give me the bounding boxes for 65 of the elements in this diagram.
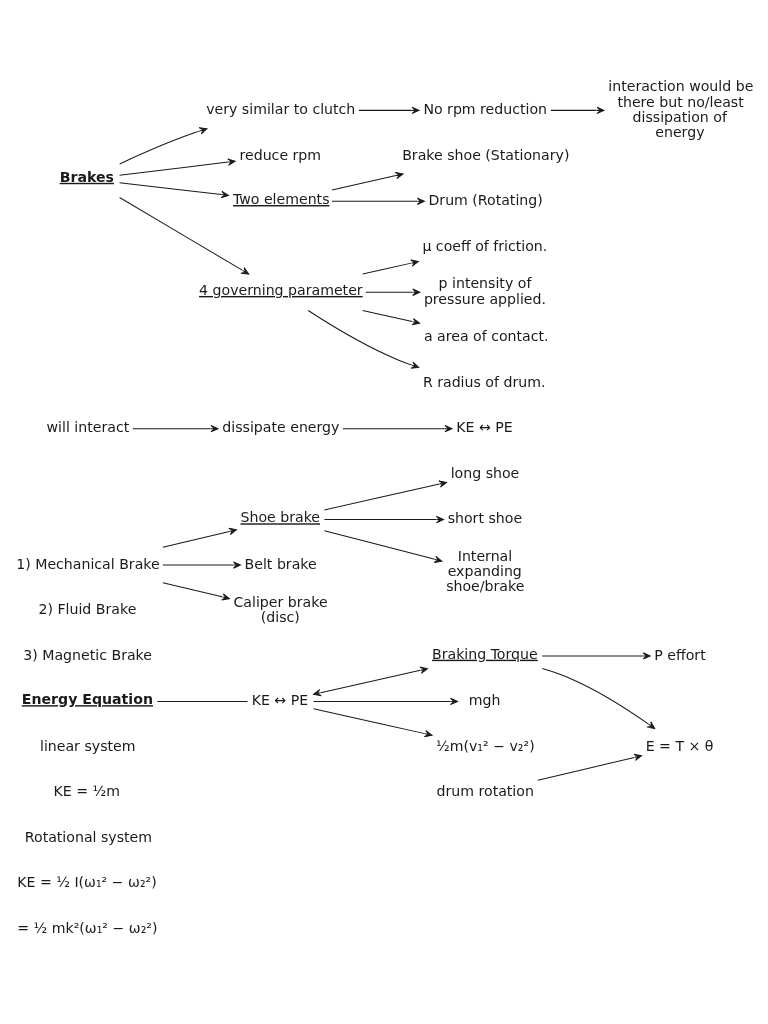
node-text: ½m(v₁² − v₂²) — [436, 737, 535, 754]
node-text: short shoe — [447, 509, 523, 526]
node-text: p intensity of pressure applied. — [423, 274, 546, 307]
arrow — [323, 529, 443, 563]
node-text: R radius of drum. — [422, 373, 546, 390]
arrow — [119, 126, 208, 164]
arrow — [550, 106, 605, 114]
node-text: drum rotation — [436, 782, 534, 799]
node-text: Brake shoe (Stationary) — [402, 146, 570, 163]
node-text: Caliper brake (disc) — [233, 593, 328, 625]
node-text: Two elements — [232, 190, 330, 207]
arrow — [362, 309, 421, 325]
label: Rotational system — [24, 828, 153, 845]
node-text: interaction would be there but no/least dissipation of energy — [608, 77, 754, 140]
connector — [156, 700, 248, 702]
node-text: P effort — [654, 646, 706, 663]
node-text: No rpm reduction — [423, 100, 548, 117]
arrow — [362, 258, 419, 274]
arrow — [365, 288, 421, 296]
node-text: a area of contact. — [423, 327, 549, 344]
node-text: Shoe brake — [240, 508, 321, 525]
node-text: Energy Equation — [21, 690, 153, 707]
arrow — [537, 753, 643, 781]
label: = ½ mk²(ω₁² − ω₂²) — [17, 919, 158, 936]
arrow — [331, 197, 425, 205]
node-text: μ coeff of friction. — [422, 237, 548, 254]
arrow — [119, 196, 250, 274]
node-text: KE ↔ PE — [456, 418, 513, 435]
arrow — [162, 581, 230, 601]
arrow — [119, 157, 236, 176]
arrow — [331, 171, 404, 190]
node-text: 1) Mechanical Brake — [16, 555, 160, 572]
arrow — [323, 515, 445, 523]
node-text: mgh — [468, 691, 501, 708]
arrow — [313, 697, 459, 705]
arrow — [162, 560, 241, 569]
label: KE = ½m — [53, 782, 121, 799]
node-text: dissipate energy — [222, 418, 340, 435]
node-text: Braking Torque — [431, 645, 538, 662]
node-text: Belt brake — [244, 555, 317, 572]
arrow — [541, 667, 656, 729]
node-text: Drum (Rotating) — [428, 191, 543, 208]
arrow — [119, 181, 230, 198]
arrow — [541, 651, 651, 660]
node-text: reduce rpm — [239, 146, 322, 163]
node-text: Brakes — [59, 168, 114, 185]
arrow — [323, 479, 448, 510]
node-text: will interact — [46, 418, 130, 435]
arrow — [132, 424, 219, 432]
arrow — [307, 309, 420, 369]
arrow — [358, 106, 420, 114]
node-text: Internal expanding shoe/brake — [446, 547, 525, 594]
arrow — [313, 666, 429, 696]
arrow — [342, 424, 453, 432]
node-text: KE ↔ PE — [251, 691, 309, 708]
node-text: 2) Fluid Brake — [38, 600, 137, 617]
node-text: 3) Magnetic Brake — [23, 646, 152, 663]
node-text: E = T × θ — [645, 737, 714, 754]
label: KE = ½ I(ω₁² − ω₂²) — [17, 873, 157, 890]
arrow — [162, 527, 237, 548]
arrow — [313, 707, 433, 737]
label: linear system — [39, 737, 136, 754]
node-text: long shoe — [450, 464, 520, 481]
node-text: very similar to clutch — [206, 100, 356, 117]
node-text: 4 governing parameter — [199, 281, 363, 298]
